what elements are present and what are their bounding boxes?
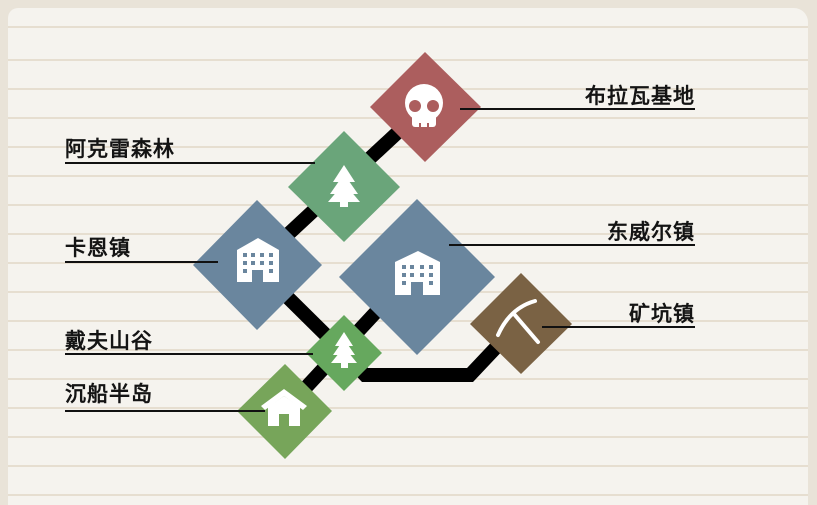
label-line	[449, 244, 695, 246]
label-line	[65, 261, 218, 263]
location-label-kahn-town: 卡恩镇	[65, 236, 131, 260]
pickaxe-icon	[496, 299, 540, 344]
pine-tree-icon	[328, 165, 360, 207]
location-dongwell-town[interactable]	[339, 199, 495, 355]
label-line	[65, 410, 265, 412]
location-label-dave-valley: 戴夫山谷	[65, 329, 153, 353]
label-line	[65, 162, 315, 164]
label-line	[460, 108, 695, 110]
house-icon	[261, 389, 307, 426]
building-icon	[237, 238, 279, 282]
skull-icon	[405, 84, 443, 129]
location-label-dongwell-town: 东威尔镇	[607, 220, 695, 244]
label-line	[65, 353, 313, 355]
label-line	[542, 326, 695, 328]
location-label-mine-town: 矿坑镇	[629, 302, 695, 326]
pine-tree-icon	[331, 332, 357, 368]
location-mine-town[interactable]	[470, 273, 572, 374]
location-bravo-base[interactable]	[370, 52, 481, 162]
location-kahn-town[interactable]	[193, 200, 322, 330]
location-label-shipwreck-peninsula: 沉船半岛	[65, 382, 153, 406]
building-icon	[395, 251, 440, 295]
location-shipwreck-peninsula[interactable]	[237, 364, 332, 459]
location-label-bravo-base: 布拉瓦基地	[585, 84, 695, 108]
location-label-akre-forest: 阿克雷森林	[65, 137, 175, 161]
location-dave-valley[interactable]	[306, 315, 382, 391]
location-akre-forest[interactable]	[288, 131, 400, 242]
